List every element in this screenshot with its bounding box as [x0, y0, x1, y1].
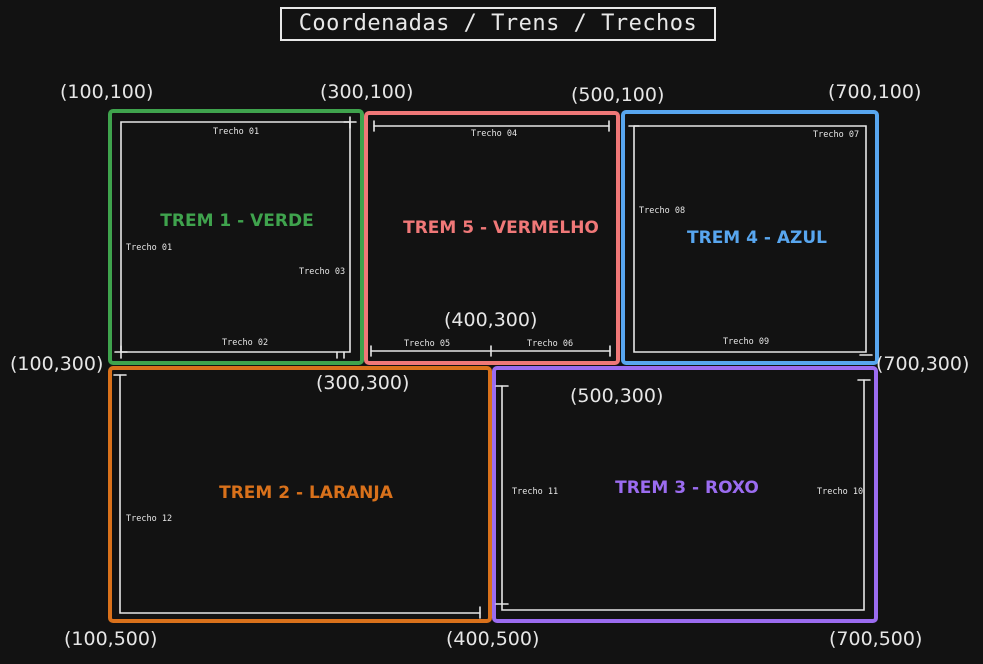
track-train-2: [119, 374, 481, 614]
track-train-1: [120, 121, 351, 353]
segment-01-left-label: Trecho 01: [126, 243, 173, 253]
coord-700-500: (700,500): [829, 628, 923, 650]
segment-05-label: Trecho 05: [404, 339, 451, 349]
segment-08-label: Trecho 08: [639, 206, 686, 216]
segment-11-label: Trecho 11: [512, 487, 559, 497]
track-marker: [370, 345, 611, 357]
train-3-box: [492, 366, 878, 623]
track-marker: [495, 379, 871, 605]
coord-700-300: (700,300): [876, 353, 970, 375]
coord-100-300: (100,300): [10, 353, 104, 375]
coord-700-100: (700,100): [828, 81, 922, 103]
coord-500-300: (500,300): [570, 385, 664, 407]
track-marker: [113, 374, 481, 619]
diagram-title: Coordenadas / Trens / Trechos: [280, 7, 716, 41]
train-5-box: [364, 111, 620, 365]
train-4-label: TREM 4 - AZUL: [687, 228, 827, 248]
segment-10-label: Trecho 10: [817, 487, 864, 497]
train-1-box: [108, 109, 364, 365]
coord-300-100: (300,100): [320, 81, 414, 103]
coord-400-300: (400,300): [444, 309, 538, 331]
track-marker: [343, 116, 357, 129]
coord-100-100: (100,100): [60, 81, 154, 103]
coord-500-100: (500,100): [571, 84, 665, 106]
track-train-4: [633, 125, 867, 353]
segment-01-top-label: Trecho 01: [213, 127, 260, 137]
train-4-box: [621, 110, 879, 365]
segment-02-label: Trecho 02: [222, 338, 269, 348]
track-marker: [114, 345, 128, 359]
coord-400-500: (400,500): [446, 628, 540, 650]
segment-07-label: Trecho 07: [813, 130, 860, 140]
segment-03-label: Trecho 03: [299, 267, 346, 277]
track-marker: [373, 120, 610, 132]
coord-300-300: (300,300): [316, 372, 410, 394]
train-2-label: TREM 2 - LARANJA: [219, 483, 393, 503]
train-1-label: TREM 1 - VERDE: [160, 211, 314, 231]
train-2-box: [108, 366, 492, 623]
coord-100-500: (100,500): [64, 628, 158, 650]
track-marker: [628, 125, 873, 356]
train-5-label: TREM 5 - VERMELHO: [403, 218, 599, 238]
track-train-3: [501, 379, 865, 611]
train-3-label: TREM 3 - ROXO: [615, 478, 759, 498]
segment-04-label: Trecho 04: [471, 129, 518, 139]
segment-12-label: Trecho 12: [126, 514, 173, 524]
track-marker: [336, 351, 345, 359]
segment-09-label: Trecho 09: [723, 337, 770, 347]
segment-06-label: Trecho 06: [527, 339, 574, 349]
